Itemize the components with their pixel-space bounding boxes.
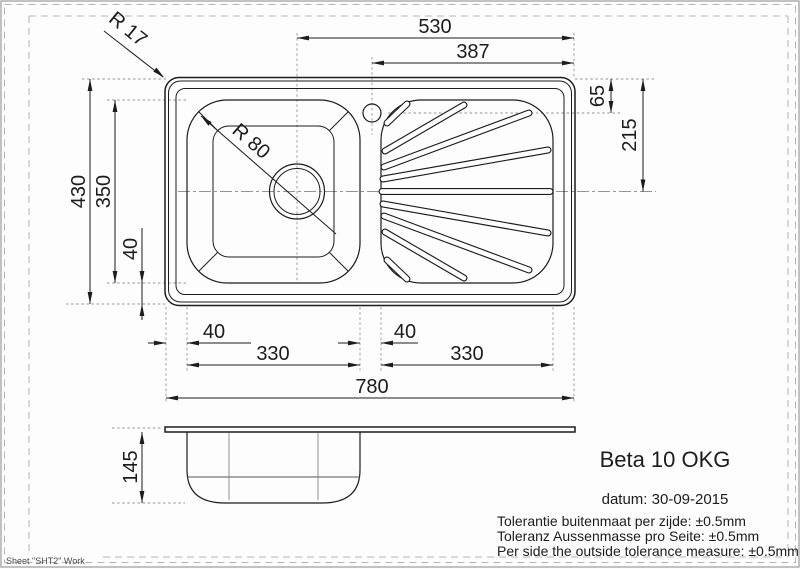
drainboard-grooves bbox=[378, 100, 554, 283]
dim-430: 430 bbox=[68, 175, 90, 208]
dim-350: 350 bbox=[93, 175, 115, 208]
tolerance-line-nl: Tolerantie buitenmaat per zijde: ±0.5mm bbox=[497, 513, 746, 529]
drain-outer-circle bbox=[268, 163, 326, 220]
bowl-bottom bbox=[212, 125, 335, 258]
dim-40-middle: 40 bbox=[394, 321, 416, 343]
sink-outer-edge-inner-line bbox=[168, 80, 572, 303]
bowl-profile bbox=[186, 432, 361, 504]
sheet-label: Sheet "SHT2" Work bbox=[6, 556, 85, 566]
dim-215: 215 bbox=[619, 118, 641, 151]
drainboard bbox=[378, 99, 554, 284]
tap-hole bbox=[362, 103, 382, 123]
countertop-flange bbox=[164, 426, 576, 433]
sink-rim-line bbox=[175, 88, 565, 295]
dim-r17: R 17 bbox=[104, 7, 151, 51]
dim-40-bottom-left: 40 bbox=[203, 321, 225, 343]
bowl bbox=[186, 99, 361, 284]
tolerance-line-de: Toleranz Aussenmasse pro Seite: ±0.5mm bbox=[497, 528, 759, 544]
sink-top-view bbox=[164, 76, 576, 307]
sink-outer-edge bbox=[164, 76, 576, 307]
dim-40-left: 40 bbox=[120, 238, 142, 260]
bowl-outer bbox=[186, 99, 361, 284]
dimension-annotations: 530 387 R 17 R 80 430 350 40 65 215 bbox=[68, 7, 646, 503]
drain-inner-circle bbox=[273, 168, 321, 215]
dim-530: 530 bbox=[418, 16, 451, 38]
tolerance-line-en: Per side the outside tolerance measure: … bbox=[497, 543, 799, 559]
dim-330-bowl: 330 bbox=[256, 343, 289, 365]
date-line: datum: 30-09-2015 bbox=[602, 491, 729, 508]
dim-65: 65 bbox=[587, 85, 609, 107]
dim-330-board: 330 bbox=[450, 343, 483, 365]
outer-dashed-frame bbox=[4, 4, 796, 563]
dim-780: 780 bbox=[355, 376, 388, 398]
sink-side-view bbox=[164, 426, 576, 504]
dim-387: 387 bbox=[456, 41, 489, 63]
dim-145: 145 bbox=[120, 450, 142, 483]
product-name: Beta 10 OKG bbox=[600, 447, 731, 472]
title-block: Beta 10 OKG datum: 30-09-2015 Tolerantie… bbox=[497, 447, 799, 559]
